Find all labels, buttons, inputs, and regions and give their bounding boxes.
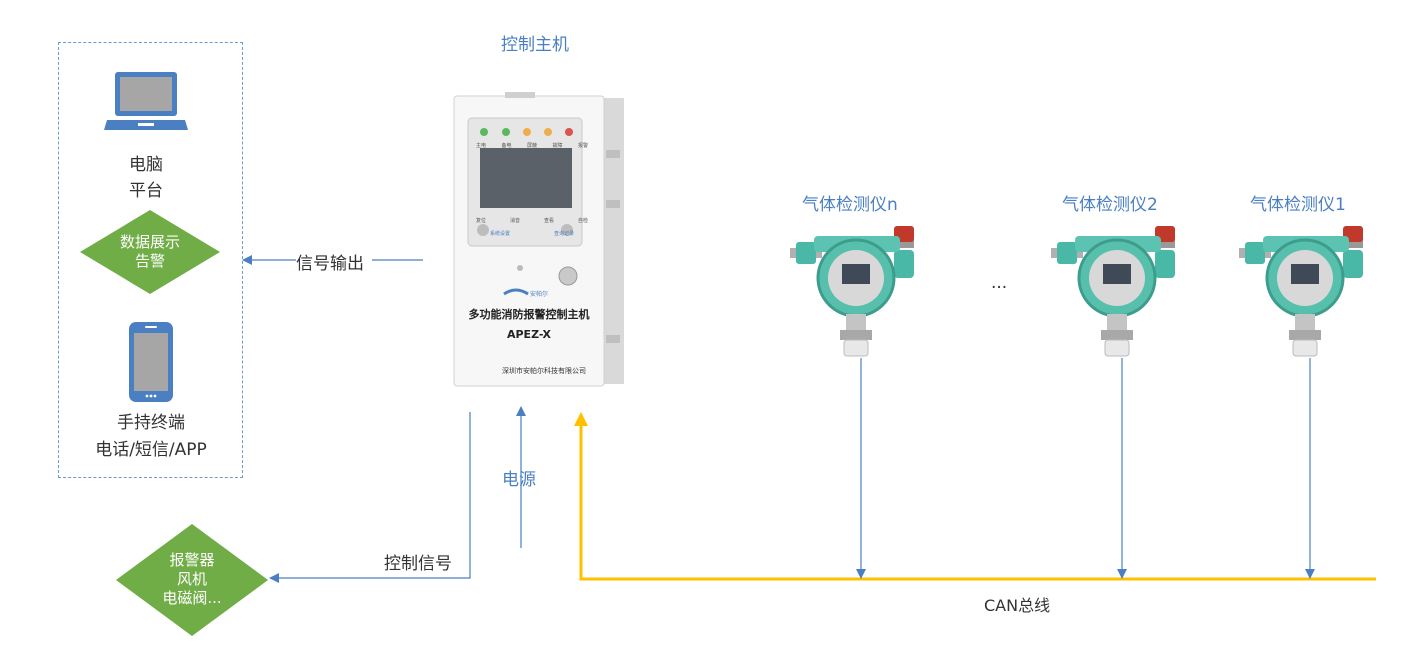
- mobile-label: 手持终端 电话/短信/APP: [95, 413, 207, 460]
- button-label-records: 查询记录: [553, 231, 574, 237]
- button-label-mute: 消音: [509, 218, 520, 224]
- pc-label: 电脑 平台: [129, 155, 163, 201]
- led-label-backup-power: 备电: [501, 143, 512, 149]
- button-label-settings: 系统设置: [490, 231, 511, 237]
- control-signal-label: 控制信号: [384, 554, 452, 574]
- controller-led-labels: 主电 备电 屏蔽 故障 报警: [476, 142, 588, 149]
- led-label-fault: 故障: [552, 143, 563, 149]
- led-label-main-power: 主电: [476, 143, 487, 149]
- button-label-selftest: 自检: [577, 218, 588, 224]
- alarm-diamond-line2: 风机: [176, 570, 207, 588]
- led-label-alarm: 报警: [577, 143, 588, 149]
- gas-detector-2: [1051, 222, 1183, 358]
- alarm-diamond-line3: 电磁阀...: [162, 589, 222, 607]
- gas-detector-n: [790, 222, 922, 358]
- controller-button-labels: 复位 消音 查看 自检: [476, 217, 588, 224]
- alarm-devices-diamond: 报警器 风机 电磁阀...: [116, 524, 268, 636]
- controller-company: 深圳市安帕尔科技有限公司: [502, 367, 586, 375]
- signal-output-label: 信号输出: [296, 254, 364, 274]
- controller-title: 控制主机: [501, 35, 569, 55]
- button-label-reset: 复位: [476, 218, 487, 224]
- can-bus-label: CAN总线: [984, 596, 1051, 615]
- mobile-phone-icon: [128, 321, 174, 403]
- detector-n-label: 气体检测仪n: [802, 195, 898, 215]
- gas-detector-1: [1239, 222, 1371, 358]
- alarm-diamond-line1: 报警器: [169, 551, 215, 569]
- data-diamond-line1: 数据展示: [119, 233, 180, 251]
- data-diamond-line2: 告警: [134, 252, 165, 270]
- controller-name: 多功能消防报警控制主机: [468, 308, 590, 321]
- laptop-icon: [104, 70, 188, 136]
- controller-model: APEZ-X: [506, 328, 552, 341]
- controller-brand: 安帕尔: [530, 291, 549, 298]
- detector-1-label: 气体检测仪1: [1250, 195, 1346, 215]
- detector-ellipsis: ...: [991, 273, 1008, 293]
- button-label-view: 查看: [543, 218, 554, 224]
- data-display-diamond: 数据展示 告警: [80, 210, 220, 294]
- led-label-shield: 屏蔽: [526, 143, 537, 149]
- controller-device: 主电 备电 屏蔽 故障 报警 复位 消音 查看 自检 系统设置 查询记录 安帕尔…: [450, 90, 630, 390]
- detector-2-label: 气体检测仪2: [1062, 195, 1158, 215]
- power-label: 电源: [502, 470, 536, 490]
- controller-menu-labels: 系统设置 查询记录: [490, 230, 574, 237]
